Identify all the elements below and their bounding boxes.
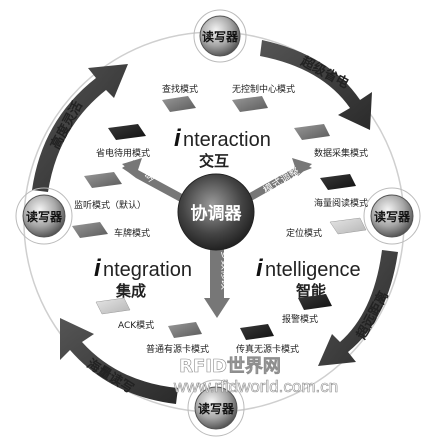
spoke-right: [244, 158, 312, 204]
reader-node-right: 读写器: [363, 187, 421, 245]
intelligence-title: ntelligence: [265, 259, 361, 281]
intelligence-initial: i: [256, 255, 264, 282]
mode-label-no-control: 无控制中心模式: [232, 83, 295, 95]
card-locate: [329, 217, 367, 235]
card-data-collect: [294, 124, 330, 140]
coordinator-node: 协调器: [177, 173, 255, 251]
reader-label: 读写器: [198, 401, 235, 416]
arrow-label-flexible: 高度灵活: [47, 98, 86, 151]
spoke-down: [204, 240, 230, 318]
mode-label-ack: ACK模式: [118, 319, 154, 331]
mode-label-data-collect: 数据采集模式: [314, 147, 368, 159]
card-ack: [95, 297, 131, 315]
arrow-left-top: [32, 64, 128, 192]
spoke-label-mode-adjust: 模式调整: [261, 164, 302, 196]
interaction-title: nteraction: [183, 129, 271, 151]
card-listen: [84, 172, 122, 188]
card-plate: [72, 222, 108, 238]
reader-node-left: 读写器: [15, 187, 73, 245]
interaction-zh: 交互: [199, 152, 229, 170]
mode-label-locate: 定位模式: [286, 227, 322, 239]
integration-title: ntegration: [103, 259, 192, 281]
section-intelligence: i ntelligence 智能: [256, 255, 361, 300]
card-alarm: [298, 294, 332, 310]
arrow-top-right: [260, 40, 372, 130]
coordinator-label: 协调器: [191, 203, 243, 224]
integration-initial: i: [94, 255, 102, 282]
reader-node-top: 读写器: [193, 9, 247, 63]
arrow-right-bottom: [318, 250, 398, 366]
card-no-control: [232, 96, 268, 112]
mode-label-plate: 车牌模式: [114, 227, 150, 239]
watermark-url: www.rfidworld.com.cn: [173, 377, 338, 396]
mode-label-alarm: 报警模式: [282, 313, 318, 325]
spoke-label-param-modify: 参数修改: [219, 250, 232, 290]
reader-label: 读写器: [26, 209, 63, 224]
integration-zh: 集成: [115, 282, 146, 300]
section-integration: i ntegration 集成: [94, 255, 192, 300]
reader-label: 读写器: [374, 209, 411, 224]
mode-label-normal-active: 普通有源卡模式: [146, 343, 209, 355]
section-interaction: i nteraction 交互: [174, 125, 271, 170]
mode-label-listen: 监听模式（默认）: [74, 199, 146, 211]
reader-label: 读写器: [202, 29, 239, 44]
mode-label-power-save: 省电待用模式: [96, 147, 150, 159]
arrow-label-power: 超级省电: [298, 53, 351, 92]
interaction-initial: i: [174, 125, 182, 152]
spoke-left: [122, 158, 186, 204]
watermark-brand: RFID世界网: [179, 356, 281, 377]
card-power-save: [108, 124, 146, 140]
mode-label-transmit: 传真无源卡模式: [236, 343, 299, 355]
mode-label-search: 查找模式: [162, 83, 198, 95]
card-search: [162, 96, 196, 112]
arrow-bottom-left: [60, 318, 178, 404]
mode-label-mass-read: 海量阅读模式: [314, 197, 368, 209]
reader-node-bottom: 读写器: [187, 379, 245, 437]
card-mass-read: [320, 174, 356, 190]
card-normal-active: [168, 322, 202, 338]
card-transmit: [240, 324, 274, 340]
